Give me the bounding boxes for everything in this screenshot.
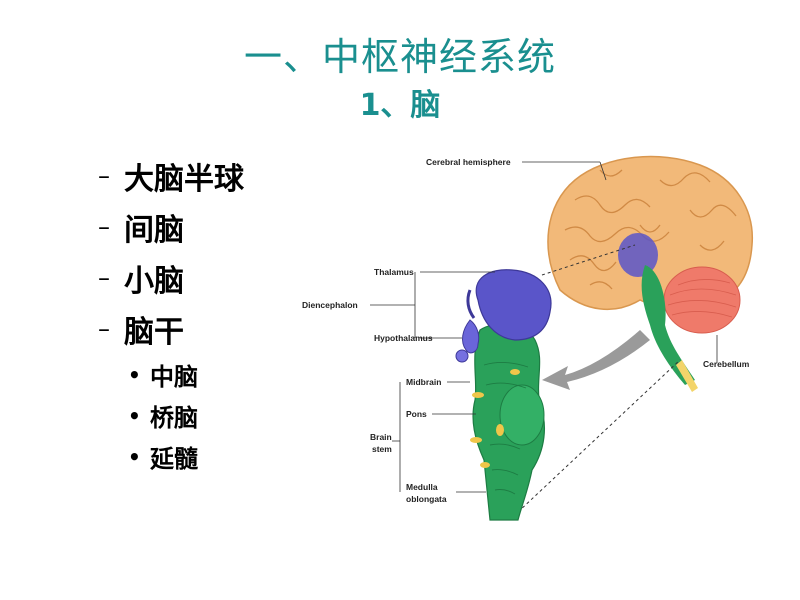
bullet-text: 间脑 [124,212,184,248]
nerve-roots [470,369,520,468]
sub-bullet-text: 延髓 [150,445,198,473]
connector-lines [517,244,681,513]
bullet-item: – 脑干 [98,303,244,354]
brainstem-detail [455,269,552,521]
whole-brain-illustration [547,155,754,392]
label-midbrain: Midbrain [406,377,441,387]
spinal-cord-inset [676,360,698,392]
label-cerebral-hemisphere: Cerebral hemisphere [426,157,511,167]
pons-bulge [499,384,545,446]
bullet-text: 脑干 [124,314,184,350]
title-sub: 1、脑 [359,88,441,123]
label-brain: Brain [370,432,392,442]
dot-marker: • [128,403,141,428]
dash-marker: – [98,314,110,343]
dot-marker: • [128,444,141,469]
bullet-list: – 大脑半球 – 间脑 – 小脑 – 脑干 • 中脑 • 桥脑 • 延髓 [98,150,244,477]
sub-bullet-item: • 中脑 [128,354,244,395]
sub-bullet-item: • 桥脑 [128,395,244,436]
label-stem: stem [372,444,392,454]
label-leader-lines [370,161,718,493]
sub-bullet-text: 桥脑 [150,404,198,432]
dash-marker: – [98,212,110,241]
pituitary-gland [455,349,469,363]
bullet-text: 大脑半球 [124,161,244,197]
bullet-item: – 间脑 [98,201,244,252]
dash-marker: – [98,263,110,292]
dot-marker: • [128,362,141,387]
dash-marker: – [98,161,110,190]
sub-bullet-text: 中脑 [150,363,198,391]
label-hypothalamus: Hypothalamus [374,333,433,343]
bullet-item: – 小脑 [98,252,244,303]
sub-bullet-item: • 延髓 [128,436,244,477]
label-oblongata: oblongata [406,494,447,504]
label-diencephalon: Diencephalon [302,300,358,310]
label-thalamus: Thalamus [374,267,414,277]
gyri-texture [564,169,737,290]
cerebellum-folia [667,279,737,318]
pointer-arrow [542,330,650,390]
hypothalamus-shape [462,319,480,354]
bullet-item: – 大脑半球 [98,150,244,201]
diencephalon-inset [618,233,658,277]
label-medulla: Medulla [406,482,438,492]
optic-stalk [466,289,476,319]
brainstem-inset [641,265,695,385]
brain-anatomy-figure: Cerebral hemisphere Thalamus Diencephalo… [302,155,754,521]
label-pons: Pons [406,409,427,419]
label-cerebellum: Cerebellum [703,359,750,369]
brainstem-fibers [483,362,529,495]
sub-bullet-list: • 中脑 • 桥脑 • 延髓 [128,354,244,477]
title-main: 一、中枢神经系统 [243,35,556,79]
bullet-text: 小脑 [124,263,184,299]
cerebellum-shape [663,266,741,334]
